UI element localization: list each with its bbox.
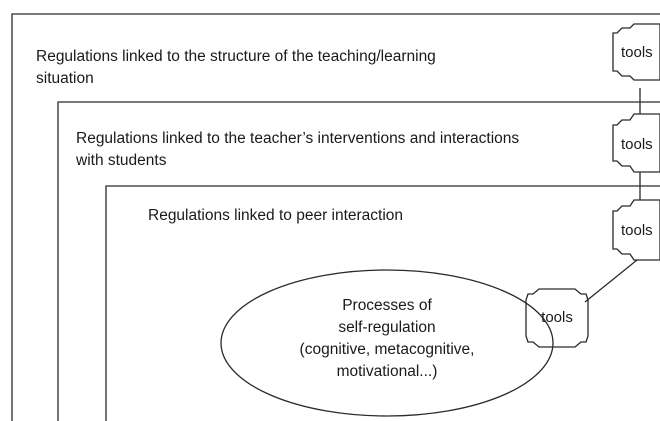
core-label-line3: (cognitive, metacognitive, — [299, 341, 475, 358]
core-label-line1: Processes of — [342, 297, 432, 314]
peer-label: Regulations linked to peer interaction — [148, 207, 404, 224]
tools-label-core: tools — [541, 309, 573, 326]
teacher-label-line2: with students — [76, 152, 167, 169]
tools-label-peer: tools — [621, 222, 653, 239]
tools-box-teacher — [612, 113, 660, 173]
structure-label-line1: Regulations linked to the structure of t… — [36, 48, 436, 65]
frame-peer — [105, 185, 660, 421]
core-label-line4: motivational...) — [336, 363, 438, 380]
tools-label-structure: tools — [621, 44, 653, 61]
tools-box-core — [525, 288, 589, 348]
core-label-line2: self-regulation — [338, 319, 436, 336]
structure-label-line2: situation — [36, 70, 94, 87]
frame-teacher — [57, 101, 660, 421]
tools-box-structure — [612, 23, 660, 81]
teacher-label-line1: Regulations linked to the teacher’s inte… — [76, 130, 520, 147]
self-regulation-ellipse — [220, 269, 554, 417]
frame-structure — [11, 13, 660, 421]
tools-label-teacher: tools — [621, 136, 653, 153]
connector-peer-core — [584, 259, 638, 303]
tools-box-peer — [612, 199, 660, 261]
